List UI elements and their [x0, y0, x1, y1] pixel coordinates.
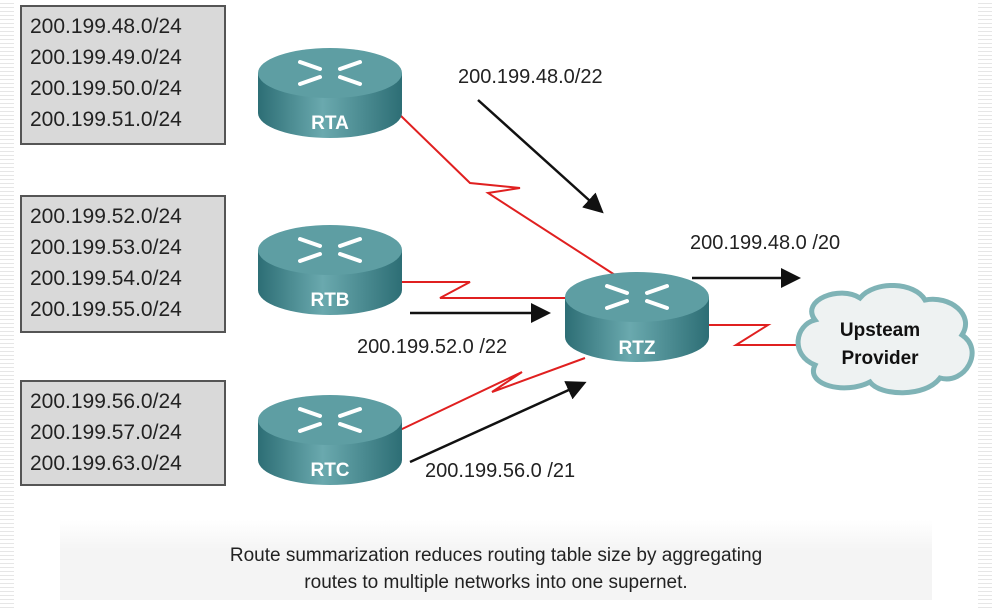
summary-rtb-label: 200.199.52.0 /22 — [357, 336, 508, 358]
network-entry: 200.199.51.0/24 — [30, 108, 182, 131]
cloud-label-2: Provider — [841, 348, 919, 369]
cloud-label-1: Upsteam — [840, 320, 920, 341]
left-border — [0, 0, 14, 610]
network-entry: 200.199.48.0/24 — [30, 15, 182, 38]
rta-networks-box: 200.199.48.0/24 200.199.49.0/24 200.199.… — [20, 5, 226, 145]
network-entry: 200.199.55.0/24 — [30, 298, 182, 321]
router-rtc-label: RTC — [310, 460, 349, 481]
network-entry: 200.199.52.0/24 — [30, 205, 182, 228]
rtc-networks-box: 200.199.56.0/24 200.199.57.0/24 200.199.… — [20, 380, 226, 486]
network-entry: 200.199.56.0/24 — [30, 390, 182, 413]
router-rtz-label: RTZ — [619, 338, 656, 359]
router-rta-label: RTA — [311, 113, 349, 134]
arrow-rta-summary — [477, 99, 604, 214]
link-rtz-cloud — [708, 324, 800, 346]
network-entry: 200.199.63.0/24 — [30, 452, 182, 475]
cloud-icon — [795, 283, 975, 396]
network-entry: 200.199.49.0/24 — [30, 46, 182, 69]
caption-line-1: Route summarization reduces routing tabl… — [229, 545, 763, 566]
summary-rta-label: 200.199.48.0/22 — [458, 66, 603, 88]
router-rtb-label: RTB — [310, 290, 349, 311]
summary-rtc-label: 200.199.56.0 /21 — [425, 460, 576, 482]
network-entry: 200.199.53.0/24 — [30, 236, 182, 259]
summary-rtz-label: 200.199.48.0 /20 — [690, 232, 841, 254]
rtb-networks-box: 200.199.52.0/24 200.199.53.0/24 200.199.… — [20, 195, 226, 333]
arrow-rtc-summary — [409, 381, 587, 464]
caption-line-2: routes to multiple networks into one sup… — [304, 572, 688, 593]
network-entry: 200.199.54.0/24 — [30, 267, 182, 290]
link-rtb-rtz — [400, 281, 566, 299]
network-entry: 200.199.50.0/24 — [30, 77, 182, 100]
caption: Route summarization reduces routing tabl… — [60, 520, 932, 600]
link-rtc-rtz — [399, 357, 586, 431]
network-entry: 200.199.57.0/24 — [30, 421, 182, 444]
right-border — [978, 0, 992, 610]
link-rta-rtz — [399, 114, 616, 276]
